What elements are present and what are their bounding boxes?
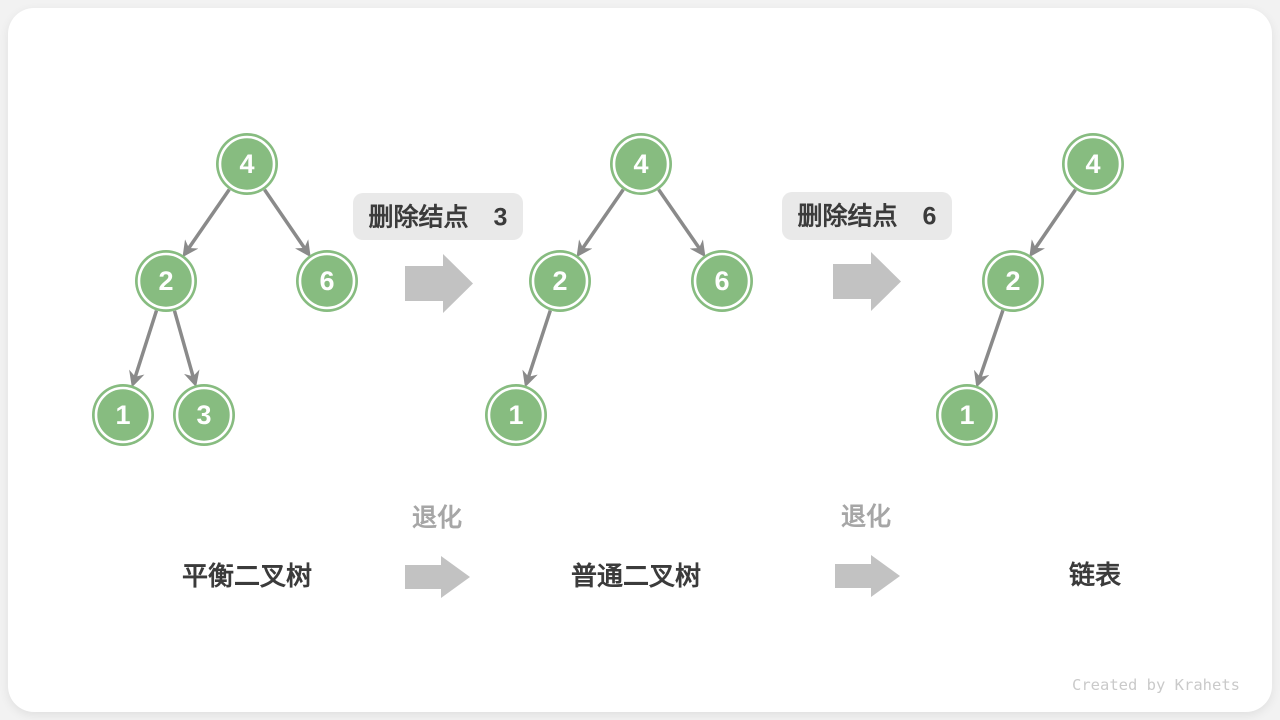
tree-node: 4 [216, 133, 278, 195]
tree-node: 2 [529, 250, 591, 312]
tree-node: 4 [1062, 133, 1124, 195]
block-arrow-right-icon [405, 556, 470, 598]
block-arrow-right-icon [833, 252, 901, 311]
tree-edge-4-6 [263, 188, 311, 258]
tree-linked-list: 4 2 1 [936, 133, 1124, 446]
tree-node: 6 [691, 250, 753, 312]
tree-node: 4 [610, 133, 672, 195]
tree-node: 2 [135, 250, 197, 312]
tree-node: 2 [982, 250, 1044, 312]
tree-node: 1 [485, 384, 547, 446]
tree-edge-2-1 [522, 309, 552, 388]
step-label: 删除结点 3 [369, 203, 508, 232]
node-value: 1 [508, 400, 523, 430]
node-value: 2 [552, 266, 567, 296]
node-value: 1 [959, 400, 974, 430]
summary-row: 平衡二叉树 退化 普通二叉树 退化 链表 [182, 503, 1122, 598]
node-value: 6 [319, 266, 334, 296]
tree-name-linked-list: 链表 [1069, 560, 1122, 590]
block-arrow-right-icon [405, 254, 473, 313]
tree-edge-4-2 [576, 188, 625, 258]
tree-name-ordinary: 普通二叉树 [571, 561, 701, 591]
node-value: 4 [1085, 149, 1100, 179]
tree-edge-4-2 [182, 188, 231, 258]
step-label-box [353, 193, 523, 240]
node-value: 6 [714, 266, 729, 296]
node-value: 4 [239, 149, 254, 179]
watermark: Created by Krahets [1072, 676, 1240, 694]
tree-edge-2-1 [129, 309, 159, 388]
tree-edge-2-1 [974, 309, 1005, 388]
degrade-label: 退化 [841, 503, 891, 531]
tree-ordinary: 4 2 6 1 [485, 133, 753, 446]
node-value: 3 [196, 400, 211, 430]
block-arrow-right-icon [835, 555, 900, 597]
node-value: 2 [158, 266, 173, 296]
tree-edge-4-6 [657, 188, 706, 258]
node-value: 2 [1005, 266, 1020, 296]
step-delete-3: 删除结点 3 [353, 193, 523, 313]
tree-edge-2-3 [172, 310, 200, 388]
tree-node: 6 [296, 250, 358, 312]
degrade-label: 退化 [412, 504, 462, 532]
node-value: 1 [115, 400, 130, 430]
tree-node: 1 [92, 384, 154, 446]
tree-node: 1 [936, 384, 998, 446]
step-delete-6: 删除结点 6 [782, 192, 952, 311]
canvas-card [8, 8, 1272, 712]
node-value: 4 [633, 149, 648, 179]
tree-node: 3 [173, 384, 235, 446]
step-label: 删除结点 6 [798, 202, 937, 231]
step-label-box [782, 192, 952, 240]
tree-name-balanced: 平衡二叉树 [182, 561, 312, 591]
tree-balanced: 4 2 6 1 3 [92, 133, 358, 446]
tree-edge-4-2 [1029, 188, 1077, 258]
